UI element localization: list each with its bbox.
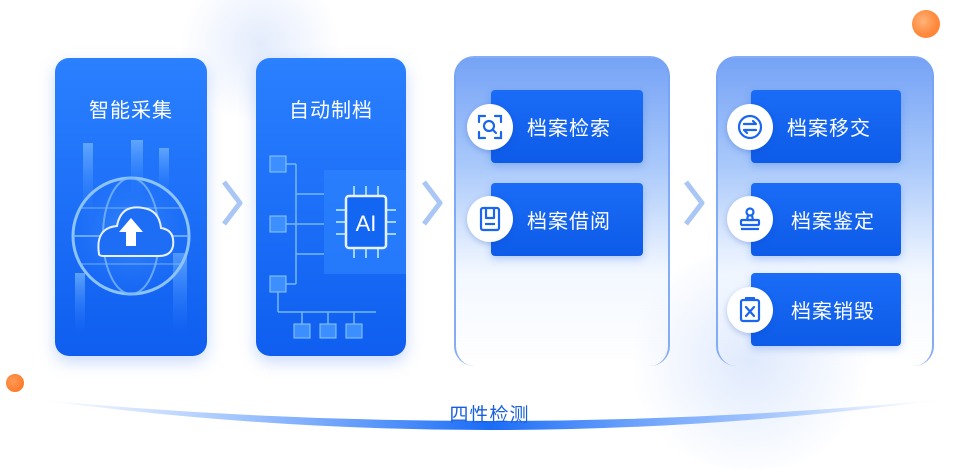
stage-card-collect: 智能采集 bbox=[55, 58, 207, 356]
transfer-icon bbox=[727, 104, 773, 150]
item-archive-search[interactable]: 档案检索 bbox=[491, 90, 643, 163]
destroy-clipboard-icon bbox=[727, 287, 773, 333]
stage-card-auto-archive: AI 自动制档 bbox=[256, 58, 406, 356]
footer-label: 四性检测 bbox=[449, 404, 530, 426]
item-label: 档案检索 bbox=[527, 116, 611, 140]
stage-title: 智能采集 bbox=[89, 98, 173, 122]
chevron-right-icon bbox=[422, 180, 443, 226]
cloud-upload-icon bbox=[71, 140, 191, 333]
item-archive-borrow[interactable]: 档案借阅 bbox=[491, 183, 643, 256]
item-label: 档案借阅 bbox=[527, 209, 611, 233]
item-archive-destroy[interactable]: 档案销毁 bbox=[751, 273, 901, 346]
decorative-orange-dot bbox=[912, 10, 940, 38]
chevron-right-icon bbox=[222, 180, 243, 226]
search-scan-icon bbox=[467, 104, 513, 150]
ai-chip-icon: AI bbox=[269, 155, 406, 339]
item-label: 档案移交 bbox=[787, 116, 871, 140]
decorative-orange-dot bbox=[6, 374, 24, 392]
stamp-icon bbox=[727, 196, 773, 242]
item-label: 档案鉴定 bbox=[791, 209, 875, 233]
bottom-arc bbox=[40, 400, 938, 430]
item-label: 档案销毁 bbox=[791, 299, 875, 323]
item-archive-transfer[interactable]: 档案移交 bbox=[751, 90, 901, 163]
stage-title: 自动制档 bbox=[289, 98, 373, 122]
item-archive-appraisal[interactable]: 档案鉴定 bbox=[751, 183, 901, 256]
chevron-right-icon bbox=[684, 180, 705, 226]
document-icon bbox=[467, 196, 513, 242]
ai-chip-text: AI bbox=[356, 211, 377, 236]
